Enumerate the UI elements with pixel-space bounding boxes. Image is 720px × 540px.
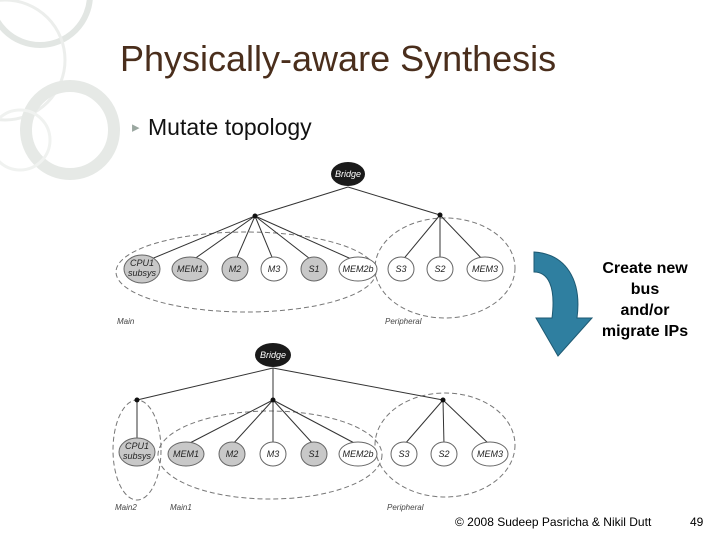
bottom-s1-label: S1 — [308, 449, 319, 459]
top-mem2b-label: MEM2b — [342, 264, 373, 274]
top-mem1-node: MEM1 — [171, 256, 209, 282]
bottom-cpu1-label-line1: CPU1 — [125, 441, 149, 451]
slide-title: Physically-aware Synthesis — [120, 38, 557, 79]
top-s3-label: S3 — [395, 264, 406, 274]
bottom-s3-node: S3 — [390, 441, 418, 467]
bottom-main2-group-label: Main2 — [115, 503, 137, 512]
top-mem1-label: MEM1 — [177, 264, 203, 274]
curved-arrow-icon — [533, 251, 594, 357]
bottom-mem2b-node: MEM2b — [338, 441, 378, 467]
bottom-bridge-label: Bridge — [260, 350, 286, 360]
bottom-s2-node: S2 — [430, 441, 458, 467]
bottom-cpu1-node: CPU1 subsys — [118, 437, 156, 467]
bottom-diagram: Bridge CPU1 subsys MEM1 M2 M3 S1 MEM2b — [112, 343, 516, 512]
bottom-mem3-node: MEM3 — [471, 441, 509, 467]
top-m3-label: M3 — [268, 264, 281, 274]
bottom-m3-label: M3 — [267, 449, 280, 459]
top-cpu1-label-line2: subsys — [128, 268, 157, 278]
top-bridge-node: Bridge — [331, 162, 365, 186]
bottom-s1-node: S1 — [300, 441, 328, 467]
bottom-s3-label: S3 — [398, 449, 409, 459]
bullet-icon: ▸ — [132, 119, 140, 136]
callout-line-2: bus — [630, 281, 660, 298]
bottom-m2-label: M2 — [226, 449, 239, 459]
top-m2-label: M2 — [229, 264, 242, 274]
top-s2-node: S2 — [426, 256, 454, 282]
top-s3-node: S3 — [387, 256, 415, 282]
top-diagram: Bridge CPU1 subsys MEM1 M2 M3 S1 MEM2b — [115, 162, 516, 326]
page-number: 49 — [690, 515, 704, 529]
top-mem3-node: MEM3 — [466, 256, 504, 282]
footer-credit: © 2008 Sudeep Pasricha & Nikil Dutt — [455, 515, 652, 529]
callout-text: Create new bus and/or migrate IPs — [586, 258, 704, 342]
bottom-main1-group-label: Main1 — [170, 503, 192, 512]
top-peripheral-group-ellipse — [374, 217, 516, 319]
top-cpu1-node: CPU1 subsys — [123, 254, 161, 284]
bottom-mem1-label: MEM1 — [173, 449, 199, 459]
top-peripheral-group-label: Peripheral — [385, 317, 422, 326]
bottom-edges — [136, 367, 491, 446]
top-mem3-label: MEM3 — [472, 264, 498, 274]
bottom-peripheral-group-label: Peripheral — [387, 503, 424, 512]
top-main-group-label: Main — [117, 317, 135, 326]
top-m3-node: M3 — [260, 256, 288, 282]
top-s2-label: S2 — [434, 264, 445, 274]
top-cpu1-label-line1: CPU1 — [130, 258, 154, 268]
bottom-m2-node: M2 — [218, 441, 246, 467]
top-mem2b-node: MEM2b — [338, 256, 378, 282]
top-bridge-label: Bridge — [335, 169, 361, 179]
callout-line-4: migrate IPs — [601, 323, 689, 340]
callout-line-3: and/or — [620, 302, 670, 319]
bottom-cpu1-label-line2: subsys — [123, 451, 152, 461]
top-edges — [143, 186, 486, 263]
bullet-text: Mutate topology — [148, 114, 312, 140]
bottom-bridge-node: Bridge — [255, 343, 291, 367]
bottom-peripheral-group-ellipse — [374, 392, 516, 498]
bottom-mem1-node: MEM1 — [167, 441, 205, 467]
bullet-item: ▸ Mutate topology — [132, 114, 312, 141]
bottom-main1-group-ellipse — [157, 410, 383, 500]
bottom-mem3-label: MEM3 — [477, 449, 503, 459]
bottom-mem2b-label: MEM2b — [342, 449, 373, 459]
top-m2-node: M2 — [221, 256, 249, 282]
callout-line-1: Create new — [602, 260, 688, 277]
bottom-m3-node: M3 — [259, 441, 287, 467]
top-s1-node: S1 — [300, 256, 328, 282]
top-s1-label: S1 — [308, 264, 319, 274]
bottom-s2-label: S2 — [438, 449, 449, 459]
